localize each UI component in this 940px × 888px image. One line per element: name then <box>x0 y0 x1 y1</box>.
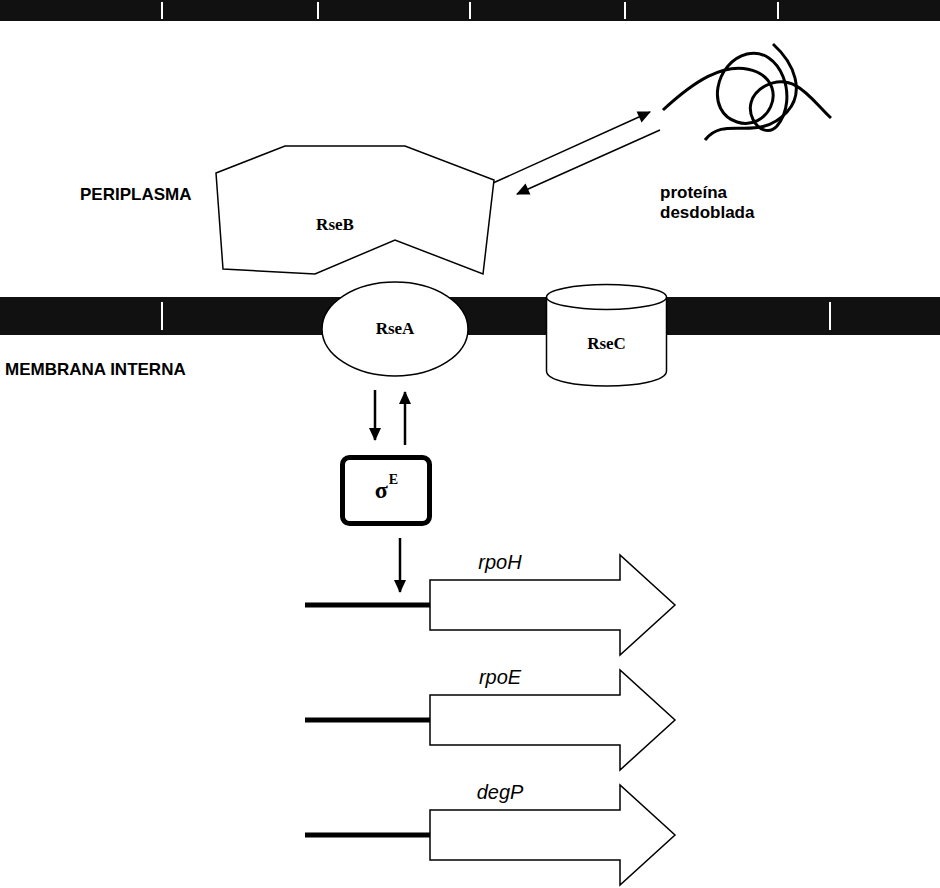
gene-arrow <box>430 670 675 770</box>
sigma-outline <box>343 458 430 524</box>
arrow-connector <box>517 130 660 194</box>
protein-name: RseB <box>316 215 354 235</box>
rsea-ellipse: RseA <box>320 280 470 378</box>
gene-name: degP <box>405 781 595 804</box>
protein-chain <box>705 44 796 140</box>
rseb-shape-outline <box>215 145 495 275</box>
arrow-connector <box>374 390 377 440</box>
promoter-line <box>305 833 432 838</box>
region-label: PERIPLASMA <box>80 185 191 205</box>
gene-name: rpoE <box>405 666 595 689</box>
membrane-ticks <box>162 2 778 19</box>
arrow-connector <box>493 112 650 183</box>
sigma-box: σE <box>340 455 432 526</box>
gene-name: rpoH <box>405 551 595 574</box>
protein-name: RseC <box>587 334 626 354</box>
gene-arrow <box>430 555 675 655</box>
rsec-top <box>547 285 667 310</box>
rsea-outline <box>322 282 468 376</box>
unfolded-protein: proteína desdoblada <box>645 40 845 230</box>
gene: degP <box>305 775 680 887</box>
gene-arrow <box>430 785 675 885</box>
gene: rpoE <box>305 660 680 775</box>
sigma-symbol: σ <box>375 477 388 504</box>
region-label: MEMBRANA INTERNA <box>5 360 186 380</box>
protein-chain <box>663 53 831 130</box>
rsec-cylinder: RseC <box>545 283 668 387</box>
arrow-connector <box>404 392 407 445</box>
rsec-outline <box>547 297 667 386</box>
inner-membrane <box>0 297 940 335</box>
gene: rpoH <box>305 545 680 660</box>
membrane-ticks <box>162 302 830 330</box>
outer-membrane <box>0 0 940 21</box>
promoter-line <box>305 718 432 723</box>
rseb-outline <box>216 146 494 274</box>
rseb-shape: RseB <box>215 145 495 275</box>
sigma-superscript: E <box>389 472 398 488</box>
arrow-connector <box>399 538 402 592</box>
protein-label: proteína desdoblada <box>660 183 780 224</box>
protein-name: RseA <box>376 319 415 339</box>
promoter-line <box>305 603 432 608</box>
